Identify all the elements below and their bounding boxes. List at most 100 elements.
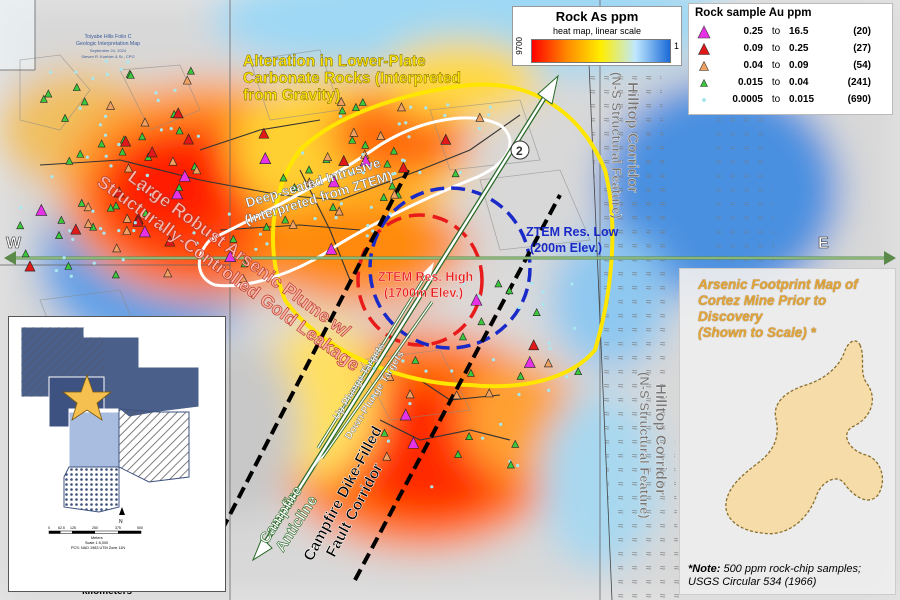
sample-marker (327, 175, 340, 188)
sample-marker (92, 261, 96, 265)
sample-marker (85, 155, 89, 159)
sample-marker (506, 460, 515, 469)
sample-marker (462, 282, 466, 286)
sample-marker (379, 192, 388, 201)
au-legend-count: (241) (847, 77, 871, 88)
sample-marker (133, 221, 137, 225)
sample-marker (407, 135, 411, 139)
sample-marker (397, 122, 401, 126)
sample-marker (288, 219, 298, 229)
sample-marker (452, 390, 462, 400)
sample-marker (39, 94, 48, 103)
sample-marker (487, 113, 491, 117)
sample-marker (388, 212, 392, 216)
sample-marker (336, 96, 346, 106)
ztem-low-circle (368, 186, 532, 350)
sample-marker (68, 229, 72, 233)
sample-marker (401, 359, 405, 363)
sample-marker (105, 72, 109, 76)
sample-marker (372, 366, 376, 371)
w-e-section-line: W E (4, 235, 896, 265)
au-legend-hi: 0.04 (789, 77, 809, 88)
svg-text:125: 125 (70, 526, 76, 530)
au-legend-title: Rock sample Au ppm (695, 7, 812, 19)
sample-marker (541, 290, 545, 294)
sample-marker (530, 281, 534, 285)
sample-marker (71, 237, 75, 241)
sample-marker (570, 282, 574, 286)
sample-marker (83, 218, 93, 228)
sample-marker (149, 193, 153, 197)
hilltop-corridor-upper-label: Hilltop Corridor (N-S Structural Feature… (609, 72, 641, 219)
sample-marker (103, 133, 108, 137)
sample-marker (195, 241, 199, 245)
sample-marker (265, 242, 269, 246)
svg-text:Meters: Meters (91, 536, 103, 540)
sample-marker (499, 422, 503, 426)
sample-marker (192, 165, 202, 175)
sample-marker (481, 436, 485, 440)
sample-marker (156, 98, 160, 103)
au-legend-to: to (771, 77, 781, 88)
au-legend-hi: 0.015 (789, 94, 815, 105)
sample-marker (338, 106, 347, 115)
triangle-magenta-icon (695, 24, 713, 39)
sample-marker (450, 369, 454, 373)
sample-marker (145, 173, 149, 177)
au-legend-count: (27) (853, 43, 871, 54)
sample-marker (258, 232, 262, 236)
sample-marker (138, 132, 147, 141)
sample-marker (361, 171, 365, 175)
sample-marker (55, 230, 63, 239)
sample-marker (98, 123, 102, 127)
svg-text:N: N (119, 519, 123, 525)
arsenic-footprint-panel: Arsenic Footprint Map of Cortez Mine Pri… (679, 268, 896, 595)
sample-marker (446, 103, 450, 107)
sample-marker (227, 212, 231, 216)
sample-marker (424, 369, 428, 373)
sample-marker (182, 75, 192, 85)
sample-marker (329, 202, 338, 211)
sample-marker (523, 355, 536, 368)
sample-marker (112, 201, 121, 210)
sample-marker (44, 89, 53, 98)
sample-marker (106, 100, 116, 110)
au-legend-hi: 0.09 (789, 60, 809, 71)
svg-text:ZTEM Res. Low: ZTEM Res. Low (526, 225, 619, 239)
sample-marker (475, 112, 485, 122)
cortez-footprint-shape (725, 340, 883, 535)
au-legend-count: (20) (853, 26, 871, 37)
sample-marker (138, 225, 151, 238)
sample-marker (572, 326, 577, 330)
sample-marker (279, 173, 288, 182)
sample-marker (565, 375, 569, 379)
au-legend-to: to (771, 94, 781, 105)
sample-marker (74, 70, 78, 74)
sample-marker (122, 213, 132, 223)
sample-marker (62, 256, 66, 260)
sample-marker (102, 231, 106, 235)
svg-text:(N-S Structural Feature): (N-S Structural Feature) (637, 372, 652, 519)
sample-marker (146, 146, 158, 158)
footprint-title: Arsenic Footprint Map of Cortez Mine Pri… (698, 277, 858, 340)
sample-marker (408, 402, 412, 406)
svg-text:(N-S Structural Feature): (N-S Structural Feature) (609, 72, 624, 219)
sample-marker (541, 302, 545, 306)
svg-text:Scale 1:5,000: Scale 1:5,000 (85, 541, 108, 545)
sample-marker (80, 97, 89, 106)
sample-marker (458, 332, 467, 341)
svg-text:from Gravity): from Gravity) (243, 87, 340, 104)
sample-marker (361, 140, 370, 149)
heatmap-min-value: 1 (673, 41, 679, 51)
sample-marker (338, 114, 343, 118)
sample-marker (57, 215, 66, 224)
sample-marker (484, 388, 494, 398)
sample-marker (443, 113, 447, 118)
sample-marker (517, 306, 521, 310)
sample-marker (83, 202, 93, 212)
au-legend-to: to (771, 26, 781, 37)
svg-text:250: 250 (92, 526, 98, 530)
sample-marker (430, 485, 434, 489)
title-block: Toiyabe Hills Folio C Geologic Interpret… (76, 34, 140, 59)
